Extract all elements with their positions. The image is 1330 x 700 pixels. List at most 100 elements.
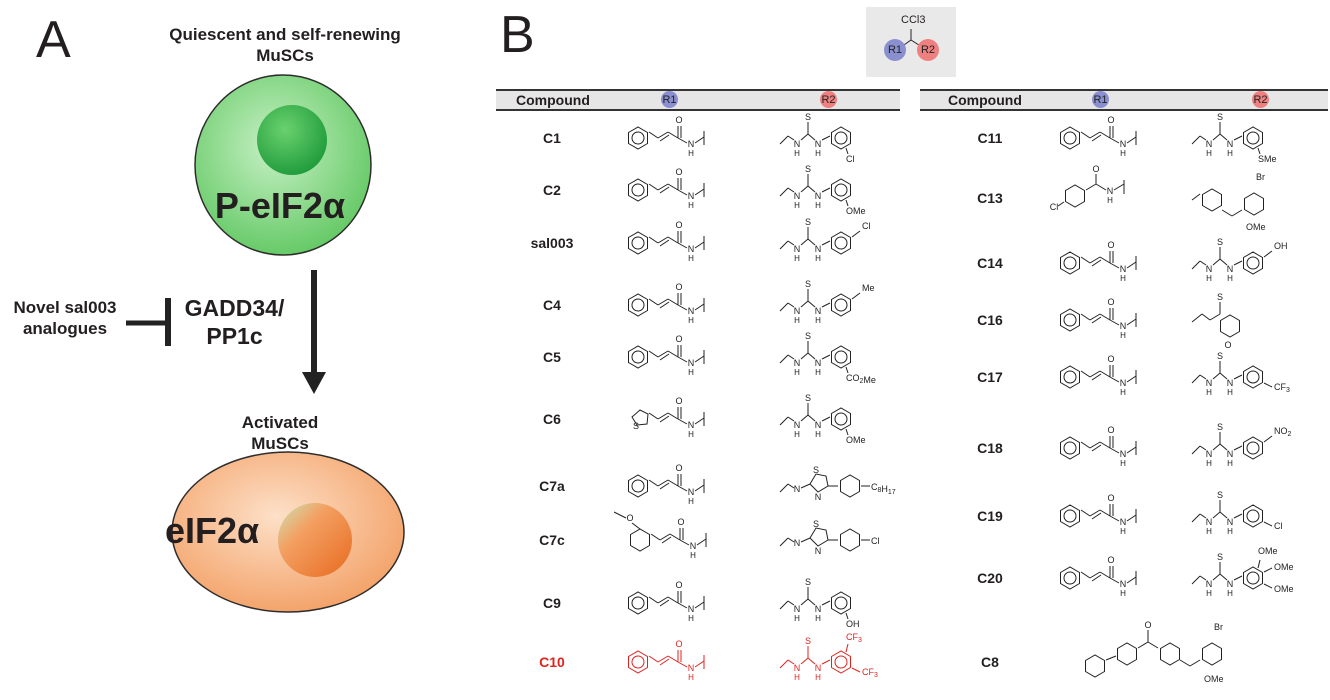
r2-substituent: CF3 bbox=[862, 667, 878, 679]
quiescent-title-line2: MuSCs bbox=[256, 46, 314, 65]
left-header-r1: R1 bbox=[661, 91, 678, 108]
atom-h: H bbox=[1206, 589, 1212, 598]
compound-name-c14: C14 bbox=[977, 255, 1003, 271]
c8-substituent-bottom: OMe bbox=[1204, 674, 1224, 684]
r2-substituent: Me bbox=[862, 283, 875, 293]
atom-o: O bbox=[1107, 493, 1114, 503]
quiescent-title: Quiescent and self-renewing MuSCs bbox=[140, 24, 430, 66]
atom-n: N bbox=[815, 358, 822, 368]
atom-h: H bbox=[815, 614, 821, 623]
scaffold-group-label: CCl3 bbox=[901, 14, 926, 26]
atom-n: N bbox=[1120, 321, 1127, 331]
right-header-r1: R1 bbox=[1092, 91, 1109, 108]
atom-n: N bbox=[1227, 139, 1234, 149]
atom-n: N bbox=[1206, 264, 1213, 274]
atom-h: H bbox=[815, 673, 821, 682]
atom-h: H bbox=[1227, 459, 1233, 468]
atom-n: N bbox=[688, 420, 695, 430]
compound-name-c13: C13 bbox=[977, 190, 1003, 206]
atom-s: S bbox=[805, 393, 811, 403]
compound-name-c6: C6 bbox=[543, 411, 561, 427]
atom-o: O bbox=[1107, 425, 1114, 435]
atom-h: H bbox=[1120, 459, 1126, 468]
right-header-compound: Compound bbox=[948, 92, 1022, 108]
atom-n: N bbox=[815, 546, 822, 556]
atom-h: H bbox=[1120, 149, 1126, 158]
left-header-compound: Compound bbox=[516, 92, 590, 108]
atom-h: H bbox=[1206, 388, 1212, 397]
atom-o: O bbox=[675, 167, 682, 177]
r2-substituent: OMe bbox=[1274, 584, 1294, 594]
atom-o: O bbox=[1107, 555, 1114, 565]
atom-h: H bbox=[688, 497, 694, 506]
r2-substituent: NO2 bbox=[1274, 426, 1292, 438]
atom-n: N bbox=[688, 358, 695, 368]
atom-h: H bbox=[688, 201, 694, 210]
atom-o: O bbox=[675, 115, 682, 125]
atom-h: H bbox=[1227, 149, 1233, 158]
atom-h: H bbox=[815, 149, 821, 158]
atom-h: H bbox=[794, 368, 800, 377]
atom-h: H bbox=[1120, 527, 1126, 536]
atom-s: S bbox=[805, 577, 811, 587]
atom-s: S bbox=[1217, 552, 1223, 562]
r2-substituent: OH bbox=[1274, 241, 1288, 251]
atom-n: N bbox=[815, 139, 822, 149]
r2-substituent: C8H17 bbox=[871, 482, 896, 496]
atom-h: H bbox=[688, 316, 694, 325]
atom-h: H bbox=[1206, 527, 1212, 536]
atom-h: H bbox=[815, 368, 821, 377]
atom-n: N bbox=[1120, 378, 1127, 388]
atom-h: H bbox=[688, 149, 694, 158]
atom-h: H bbox=[688, 673, 694, 682]
panel-a-diagram bbox=[126, 74, 405, 613]
panel-b-letter: B bbox=[500, 6, 535, 64]
r2-substituent-2: OMe bbox=[1246, 222, 1266, 232]
r2-substituent-top: OMe bbox=[1258, 546, 1278, 556]
atom-o: O bbox=[675, 463, 682, 473]
atom-h: H bbox=[1107, 196, 1113, 205]
compound-name-c10: C10 bbox=[539, 654, 565, 670]
compound-name-c7a: C7a bbox=[539, 478, 565, 494]
atom-n: N bbox=[815, 191, 822, 201]
atom-s: S bbox=[805, 636, 811, 646]
atom-o: O bbox=[675, 396, 682, 406]
atom-n: N bbox=[688, 244, 695, 254]
atom-h: H bbox=[815, 316, 821, 325]
atom-o: O bbox=[1107, 240, 1114, 250]
atom-n: N bbox=[794, 358, 801, 368]
atom-h: H bbox=[1227, 589, 1233, 598]
atom-o: O bbox=[675, 334, 682, 344]
atom-s: S bbox=[805, 279, 811, 289]
left-table-top-rule bbox=[496, 89, 900, 91]
atom-s: S bbox=[1217, 490, 1223, 500]
atom-cl: Cl bbox=[1050, 202, 1059, 212]
atom-n: N bbox=[688, 306, 695, 316]
atom-n: N bbox=[794, 538, 801, 548]
left-header-r2: R2 bbox=[820, 91, 837, 108]
compound-name-c20: C20 bbox=[977, 570, 1003, 586]
atom-n: N bbox=[1120, 517, 1127, 527]
target-label-line2: PP1c bbox=[206, 323, 263, 349]
r2-substituent-mid: OMe bbox=[1274, 562, 1294, 572]
inhibitor-label-line1: Novel sal003 bbox=[13, 298, 117, 317]
atom-h: H bbox=[794, 673, 800, 682]
atom-o: O bbox=[675, 580, 682, 590]
atom-o: O bbox=[1107, 354, 1114, 364]
atom-n: N bbox=[688, 487, 695, 497]
atom-o: O bbox=[675, 220, 682, 230]
